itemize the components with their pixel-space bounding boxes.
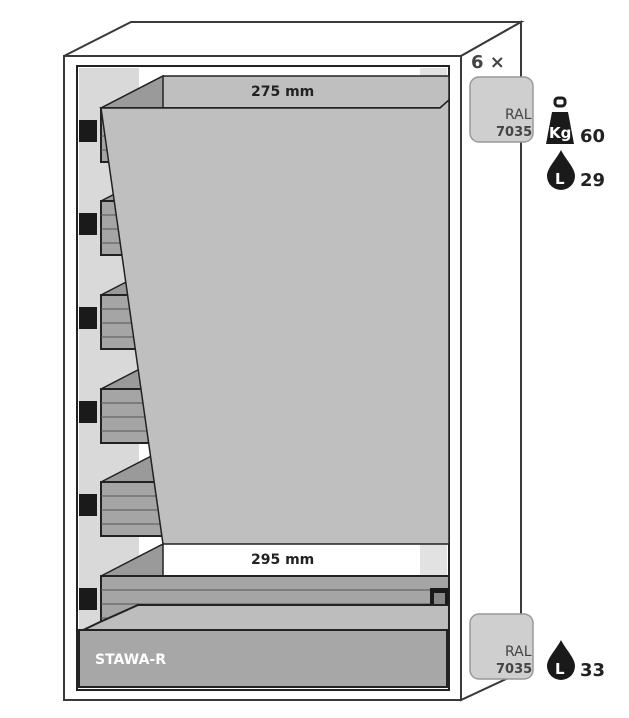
ral-badge-top: RAL 7035 bbox=[469, 76, 534, 143]
liter-drop-icon bbox=[547, 150, 575, 190]
runner-left bbox=[79, 401, 97, 423]
runner-left bbox=[79, 120, 97, 142]
sump-front bbox=[78, 629, 448, 688]
weight-value: 60 bbox=[580, 126, 605, 147]
ral-swatch-top bbox=[469, 76, 534, 143]
weight-icon bbox=[546, 112, 574, 144]
volume-value-top: 29 bbox=[580, 170, 605, 191]
runner-left bbox=[79, 494, 97, 516]
sump-label: STAWA-R bbox=[95, 652, 166, 668]
weight-icon-text: Kg bbox=[549, 124, 571, 142]
tray-size-label: 275 mm bbox=[251, 84, 314, 100]
volume-value-bottom: 33 bbox=[580, 660, 605, 681]
cabinet-top-face bbox=[63, 21, 525, 57]
liter-drop-icon-text: L bbox=[555, 170, 565, 188]
liter-drop-icon-text: L bbox=[555, 660, 565, 678]
liter-drop-icon bbox=[547, 640, 575, 680]
volume-spec-top: L 29 bbox=[547, 150, 605, 191]
runner-right-slot bbox=[434, 593, 445, 605]
ral-badge-bottom-line1: RAL bbox=[505, 644, 532, 660]
ral-badge-top-line2: 7035 bbox=[496, 125, 532, 140]
weight-spec: Kg 60 bbox=[546, 96, 605, 147]
tray-floor bbox=[100, 98, 450, 545]
bottom-sump: STAWA-R bbox=[78, 604, 450, 688]
volume-spec-bottom: L 33 bbox=[547, 640, 605, 681]
runner-left bbox=[79, 307, 97, 329]
ral-badge-bottom: RAL 7035 bbox=[469, 613, 534, 680]
ral-swatch-bottom bbox=[469, 613, 534, 680]
ral-badge-top-line1: RAL bbox=[505, 107, 532, 123]
tray-size-label: 295 mm bbox=[251, 552, 314, 568]
runner-left bbox=[79, 588, 97, 610]
ral-badge-bottom-line2: 7035 bbox=[496, 662, 532, 677]
runner-left bbox=[79, 213, 97, 235]
tray-multiplier: 6 × bbox=[471, 52, 505, 73]
sump-top-face bbox=[78, 604, 450, 633]
